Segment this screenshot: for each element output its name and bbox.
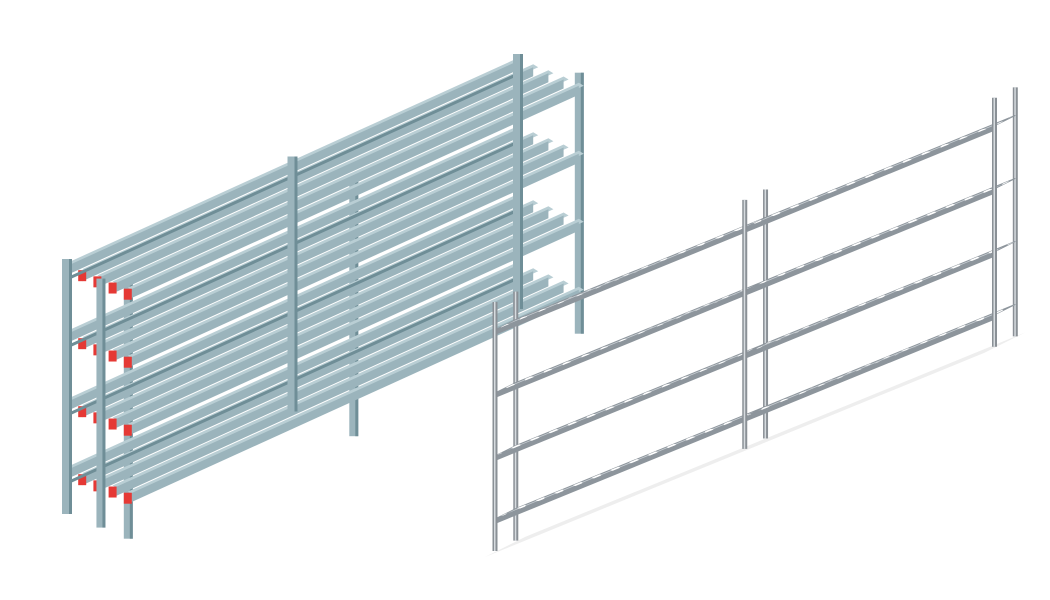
plastic-mid-post xyxy=(96,278,106,528)
plastic-slat-face xyxy=(112,147,564,362)
steel-back-post-left-highlight xyxy=(514,291,517,541)
shelf-front-rim xyxy=(495,416,745,524)
plastic-slat-top xyxy=(127,82,584,291)
shelf-front-rim xyxy=(744,251,995,359)
plastic-slat-cap xyxy=(108,418,117,430)
floor-shadow xyxy=(485,332,1026,557)
plastic-slat-cap xyxy=(108,486,117,498)
plastic-slat-face xyxy=(127,153,579,368)
plastic-slat-cap xyxy=(123,356,132,368)
plastic-slat-face xyxy=(127,221,579,436)
plastic-slat-face xyxy=(97,277,549,492)
plastic-front-post-3-shade xyxy=(520,54,523,309)
plastic-front-post-1-shade xyxy=(69,259,72,514)
plastic-slat-top xyxy=(112,144,569,353)
shelf-perforations xyxy=(744,115,1016,228)
plastic-slat-top xyxy=(97,138,554,347)
plastic-slat-top xyxy=(97,70,554,279)
plastic-slat-cap xyxy=(78,270,87,282)
steel-front-post-right-highlight xyxy=(993,97,995,347)
plastic-slat-face xyxy=(97,73,549,288)
plastic-slat-top xyxy=(127,286,584,495)
shelf-perforations xyxy=(495,217,766,330)
plastic-slat-top xyxy=(112,76,569,285)
plastic-slat-face xyxy=(127,85,579,300)
plastic-slat-face xyxy=(112,283,564,498)
shelf-perforations xyxy=(495,280,766,393)
shelf-front-rim xyxy=(495,227,745,335)
plastic-slat-top xyxy=(127,150,584,359)
plastic-shelving-unit xyxy=(62,54,584,539)
shelf-perforations xyxy=(495,406,766,519)
plastic-slat-cap xyxy=(108,282,117,294)
shelf-front-rim xyxy=(495,353,745,461)
shelf-front-rim xyxy=(744,125,995,233)
plastic-back-post-1-shade xyxy=(129,277,133,539)
plastic-front-post-3 xyxy=(513,54,523,309)
plastic-slat-top xyxy=(112,212,569,421)
plastic-back-post-2-shade xyxy=(355,175,359,437)
plastic-front-post-2 xyxy=(287,156,298,412)
plastic-slat-top xyxy=(127,218,584,427)
plastic-back-post-3 xyxy=(574,72,584,334)
shelf-perforations xyxy=(495,343,766,456)
plastic-back-post-3-shade xyxy=(580,72,584,334)
shelf-front-rim xyxy=(744,188,995,296)
plastic-slat-cap xyxy=(108,350,117,362)
shelf-front-rim xyxy=(744,314,995,422)
shelf-perforations xyxy=(744,178,1016,291)
shelf-perforations xyxy=(744,241,1016,354)
plastic-slat-cap xyxy=(123,424,132,436)
steel-back-post-middle-highlight xyxy=(764,189,767,439)
plastic-slat-top xyxy=(97,206,554,415)
plastic-slat-face xyxy=(97,209,549,424)
plastic-slat-face xyxy=(127,289,579,504)
plastic-slat-cap xyxy=(78,474,87,486)
plastic-front-post-1 xyxy=(62,259,72,514)
steel-back-post-right-highlight xyxy=(1014,87,1016,337)
plastic-slat-face xyxy=(82,271,534,486)
shelf-perforations xyxy=(744,304,1016,417)
plastic-slat-face xyxy=(112,79,564,294)
plastic-front-post-2-shade xyxy=(294,156,298,412)
plastic-slat-face xyxy=(112,215,564,430)
plastic-slat-face xyxy=(97,141,549,356)
plastic-slat-cap xyxy=(123,492,132,504)
steel-shelving-unit xyxy=(485,87,1026,557)
plastic-slat-face xyxy=(82,135,534,350)
steel-front-post-middle-highlight xyxy=(743,199,746,449)
plastic-slat-cap xyxy=(123,288,132,300)
plastic-slat-top xyxy=(112,280,569,489)
shelf-front-rim xyxy=(495,290,745,398)
plastic-slat-cap xyxy=(78,406,87,418)
plastic-mid-post-shade xyxy=(102,278,106,528)
plastic-slat-top xyxy=(97,274,554,483)
steel-front-post-left-highlight xyxy=(494,302,496,551)
plastic-slat-face xyxy=(82,203,534,418)
plastic-slat-face xyxy=(82,67,534,282)
plastic-slat-cap xyxy=(78,338,87,350)
